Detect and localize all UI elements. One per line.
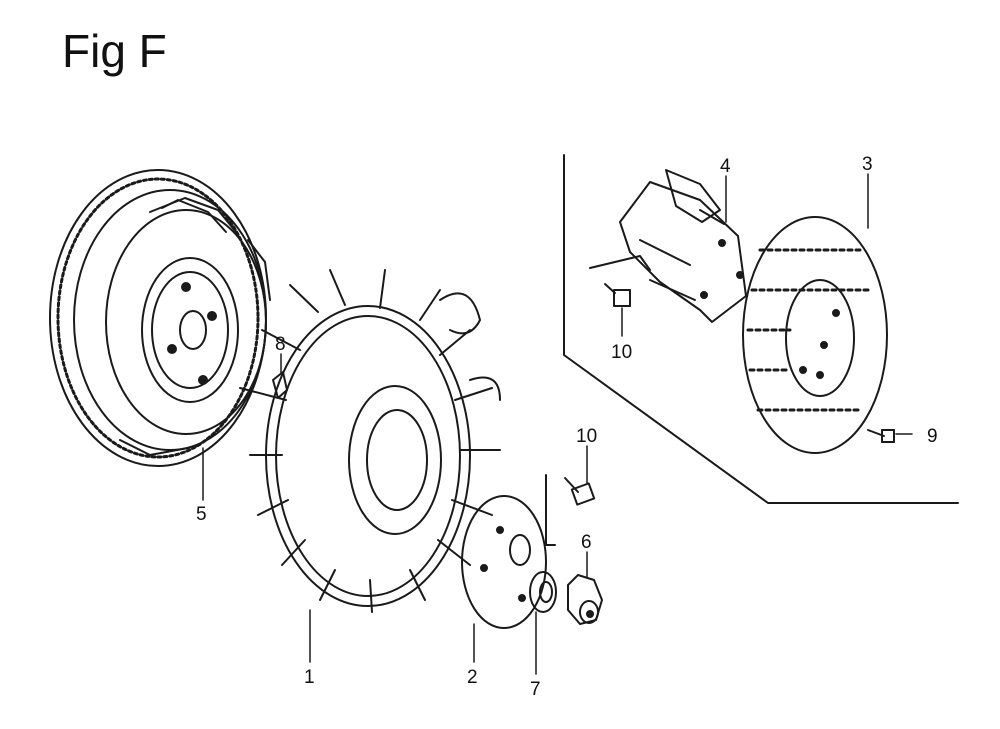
callout-2: 2 [467, 667, 478, 688]
fan-bolt-part [545, 474, 596, 546]
nut-part [567, 574, 603, 625]
callout-labels: 1 2 3 4 5 6 7 8 9 10 10 [196, 154, 938, 700]
callout-6: 6 [581, 532, 592, 553]
callout-10-bracket: 10 [611, 342, 632, 363]
callout-4: 4 [720, 156, 731, 177]
callout-1: 1 [304, 667, 315, 688]
callout-8: 8 [275, 334, 286, 355]
figure-title: Fig F [62, 25, 167, 77]
callout-5: 5 [196, 504, 207, 525]
callout-7: 7 [530, 679, 541, 700]
starter-pulley-part [742, 216, 895, 454]
panel-frame [563, 154, 959, 504]
starter-bracket-part [589, 169, 747, 323]
washer-part [529, 571, 557, 613]
fan-part [239, 269, 501, 613]
callout-3: 3 [862, 154, 873, 175]
leader-lines [202, 173, 913, 675]
flywheel-part [49, 169, 271, 467]
callout-10-fan: 10 [576, 426, 597, 447]
fan-plate-part [461, 495, 547, 629]
callout-9: 9 [927, 426, 938, 447]
